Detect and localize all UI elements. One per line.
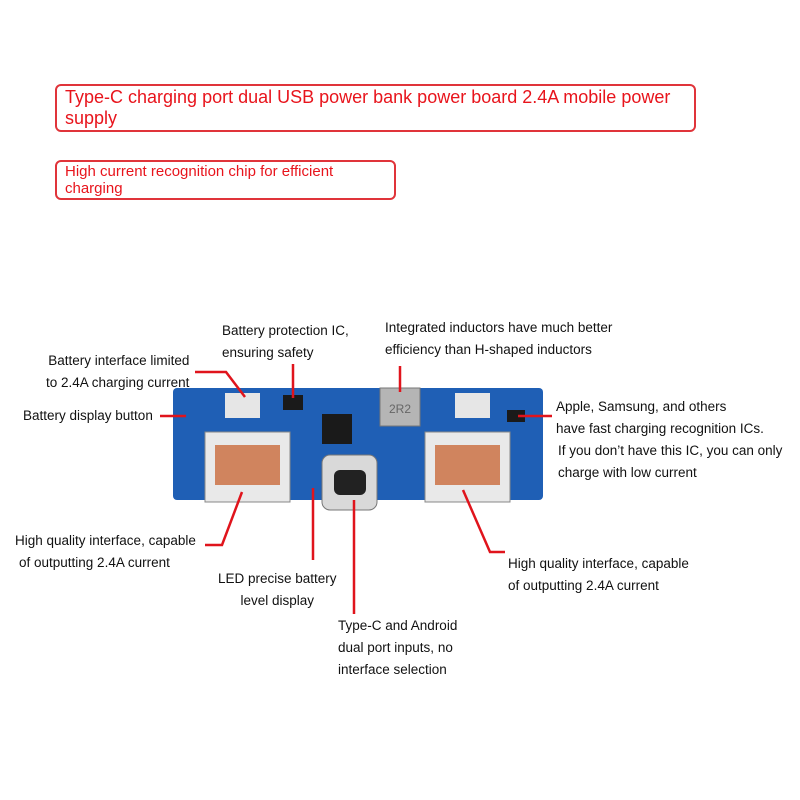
pcb-board: 2R2 bbox=[173, 387, 543, 511]
label-protection-ic: Battery protection IC,ensuring safety bbox=[222, 323, 349, 360]
subtitle-banner: High current recognition chip for effici… bbox=[55, 160, 396, 200]
title-text: Type-C charging port dual USB power bank… bbox=[65, 87, 671, 128]
callout-lines bbox=[160, 364, 552, 614]
label-display-button: Battery display button bbox=[23, 408, 153, 423]
inductor-marking: 2R2 bbox=[389, 402, 411, 416]
subtitle-text: High current recognition chip for effici… bbox=[65, 163, 334, 197]
title-banner: Type-C charging port dual USB power bank… bbox=[55, 84, 696, 132]
